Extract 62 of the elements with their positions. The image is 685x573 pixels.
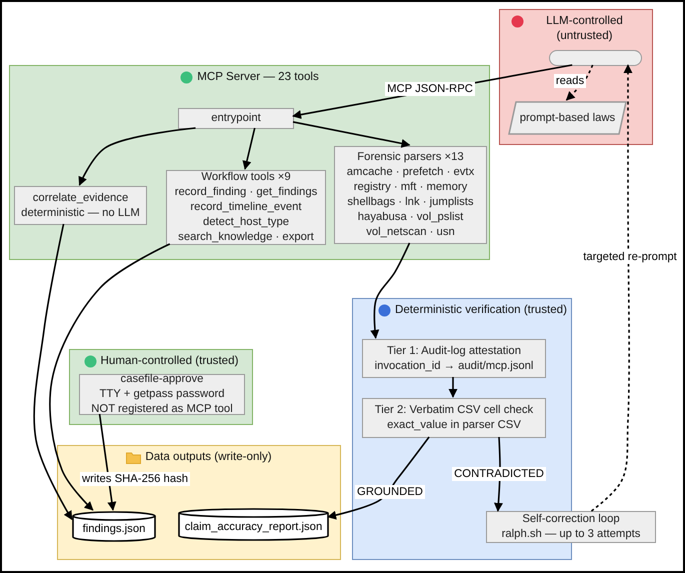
node-text: correlate_evidence deterministic — no LLM (20, 190, 141, 220)
group-title: MCP Server — 23 tools (197, 69, 319, 84)
node-heading: Forensic parsers ×13 (357, 150, 464, 165)
process-box (334, 146, 487, 244)
node-text: registry · mft · memory (354, 180, 468, 195)
node-text: detect_host_type (202, 215, 290, 230)
arrow (49, 243, 170, 511)
edge-label: targeted re-prompt (581, 250, 679, 264)
node-heading: Workflow tools ×9 (201, 170, 291, 185)
arrow (33, 224, 73, 520)
process-box (14, 186, 147, 225)
group-title: Human-controlled (trusted) (100, 353, 238, 368)
arrow (78, 127, 196, 186)
node-text: findings.json (82, 522, 146, 537)
process-box (362, 398, 546, 438)
process-box (362, 339, 546, 378)
group-title: Data outputs (write-only) (145, 449, 272, 464)
node-text: entrypoint (211, 111, 261, 126)
node-heading: Self-correction loop (522, 512, 620, 527)
node-text: hayabusa · vol_pslist (358, 210, 464, 225)
node-text: claim_accuracy_report.json (184, 520, 322, 535)
group-panel (9, 65, 490, 260)
data-cylinder (178, 508, 329, 541)
group-panel (57, 445, 341, 560)
node-text: record_finding · get_findings (174, 185, 318, 200)
process-box (79, 374, 245, 415)
node-heading: Tier 1: Audit-log attestation (387, 344, 521, 358)
process-box (178, 108, 294, 129)
group-panel (69, 349, 253, 425)
edge-label: MCP JSON-RPC (385, 82, 475, 96)
node-text: prompt-based laws (520, 110, 616, 126)
arrow (370, 242, 410, 339)
data-cylinder (72, 511, 156, 542)
node-text: TTY + getpass password (99, 387, 225, 402)
edge-label: reads (554, 74, 586, 88)
arrow (448, 377, 458, 398)
node-text: invocation_id → audit/mcp.jsonl (374, 358, 534, 374)
group-title: LLM-controlled (untrusted) (545, 13, 624, 43)
rounded-box (549, 50, 642, 66)
arrow (242, 128, 256, 170)
node-text: record_timeline_event (190, 200, 302, 215)
node-text: shellbags · lnk · jumplists (347, 195, 474, 210)
arrow (590, 64, 632, 512)
process-box (166, 170, 326, 245)
arrow (292, 121, 410, 148)
node-text: NOT registered as MCP tool (91, 402, 233, 417)
group-title: Deterministic verification (trusted) (394, 302, 567, 317)
arrow (327, 436, 430, 520)
edge-label: CONTRADICTED (452, 467, 546, 481)
group-panel (499, 9, 653, 145)
node-text: search_knowledge · export (178, 230, 314, 245)
node-heading: casefile-approve (120, 372, 204, 387)
arrow (566, 64, 594, 101)
node-heading: Tier 2: Verbatim CSV cell check (374, 403, 534, 418)
node-text: ralph.sh — up to 3 attempts (502, 527, 640, 542)
node-text: amcache · prefetch · evtx (346, 165, 474, 180)
parallelogram-box (508, 101, 627, 135)
edge-label: writes SHA-256 hash (80, 472, 190, 486)
edge-label: GROUNDED (355, 485, 425, 499)
node-text: vol_netscan · usn (366, 225, 455, 240)
node-text: exact_value in parser CSV (387, 418, 521, 433)
process-box (486, 511, 656, 543)
